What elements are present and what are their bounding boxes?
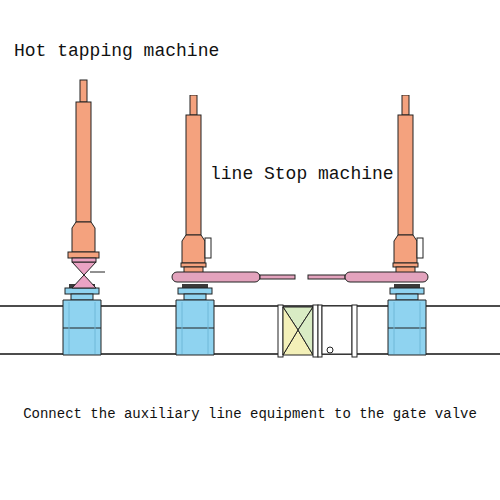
valve-flange xyxy=(278,305,283,357)
line-stop-machine xyxy=(181,95,211,275)
sandwich-valve xyxy=(72,262,96,288)
split-tee-fitting xyxy=(176,284,214,355)
stopper-rod-tip xyxy=(308,275,345,279)
stopper-rod xyxy=(345,272,428,282)
machine-flange xyxy=(68,252,99,258)
valve-wedge xyxy=(283,307,298,355)
auxiliary-spool xyxy=(322,306,352,354)
line-stop-machine xyxy=(393,95,423,275)
machine-spindle xyxy=(80,80,87,102)
machine-housing xyxy=(72,222,95,252)
valve-handle xyxy=(90,272,105,273)
hot-tapping-machine xyxy=(68,80,105,288)
spool-flange xyxy=(352,305,357,357)
gate-valve xyxy=(278,305,357,357)
drain-port xyxy=(327,347,333,353)
machine-label: line Stop machine xyxy=(210,165,394,185)
machine-body xyxy=(76,102,91,222)
valve-wedge xyxy=(298,307,313,355)
machine-label: Hot tapping machine xyxy=(14,42,219,62)
split-tee-fitting xyxy=(388,284,426,355)
valve-flange xyxy=(72,258,96,262)
stopper-rod-tip xyxy=(260,275,295,279)
valve-flange xyxy=(318,305,322,357)
caption-text: Connect the auxiliary line equipment to … xyxy=(23,407,477,422)
stopper-rod xyxy=(172,272,260,282)
split-tee-fitting xyxy=(63,284,101,355)
valve-flange xyxy=(313,305,318,357)
